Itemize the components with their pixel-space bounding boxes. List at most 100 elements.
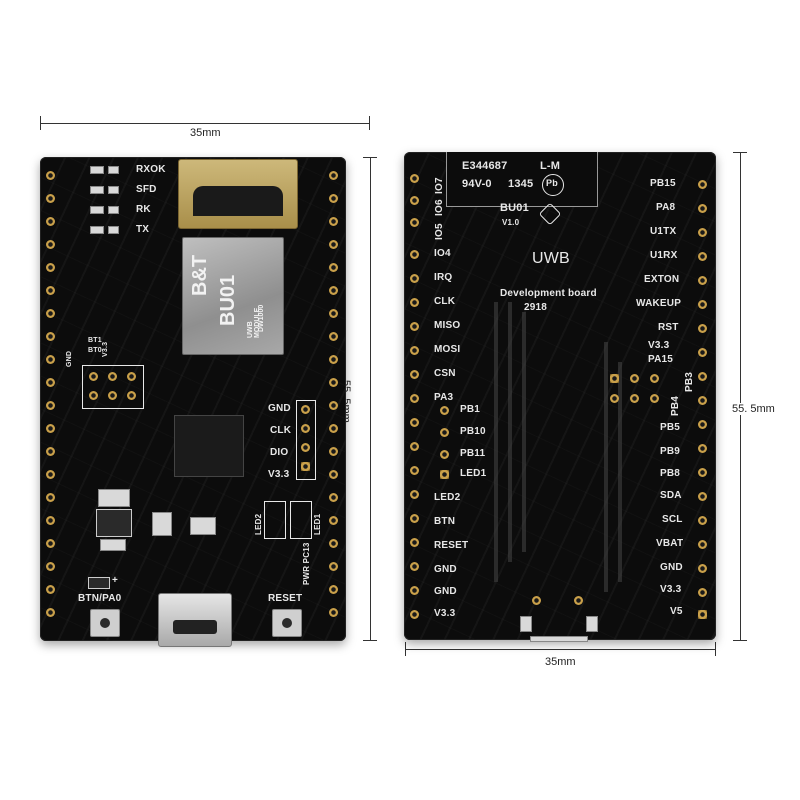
board-subtitle: Development board — [500, 288, 597, 299]
header-pin — [410, 274, 419, 283]
test-pad — [440, 428, 449, 437]
header-pin — [410, 442, 419, 451]
pin-label-vbat: VBAT — [656, 538, 684, 549]
pin-label-pb4: PB4 — [670, 395, 681, 416]
dimension-tick — [363, 640, 377, 641]
pcb-trace — [494, 302, 498, 582]
header-pin — [46, 171, 55, 180]
usb-edge — [530, 636, 588, 642]
pin-label-reset: RESET — [434, 540, 469, 551]
dimension-label: 35mm — [190, 127, 221, 139]
header-pin — [329, 562, 338, 571]
header-pin — [410, 322, 419, 331]
led-component — [90, 166, 104, 174]
lm-mark: L-M — [540, 160, 561, 172]
pin-label-wakeup: WAKEUP — [636, 298, 682, 309]
header-pin — [46, 309, 55, 318]
button-cap — [100, 618, 110, 628]
reset-button[interactable] — [272, 609, 302, 637]
header-pin — [410, 514, 419, 523]
pin-label-led2: LED2 — [434, 492, 461, 503]
test-pad — [440, 450, 449, 459]
battery-component — [88, 577, 110, 589]
header-pin — [46, 194, 55, 203]
header-pin — [698, 372, 707, 381]
header-pin — [329, 470, 338, 479]
test-pad — [440, 470, 449, 479]
pin-label-pb5: PB5 — [660, 422, 681, 433]
swd-label: V3.3 — [268, 469, 290, 480]
resistor-component — [108, 206, 119, 214]
header-pin — [329, 309, 338, 318]
header-pin — [410, 174, 419, 183]
header-pin — [698, 540, 707, 549]
header-pin — [698, 228, 707, 237]
crystal-component — [190, 517, 216, 535]
pin-label-sda: SDA — [660, 490, 682, 501]
pin-label-pb10: PB10 — [460, 426, 486, 437]
header-pin — [698, 588, 707, 597]
header-pin — [46, 286, 55, 295]
regulator-tab — [98, 489, 130, 507]
header-pin — [329, 263, 338, 272]
header-pin — [329, 493, 338, 502]
dimension-label: 55. 5mm — [730, 403, 777, 415]
led1-label: LED1 — [313, 513, 322, 535]
header-pin — [46, 263, 55, 272]
pin-label-gnd: GND — [660, 562, 683, 573]
swd-pin — [301, 405, 310, 414]
header-pin — [698, 492, 707, 501]
pin-label-pb3: PB3 — [684, 371, 695, 392]
dimension-tick — [369, 116, 370, 130]
header-pin — [698, 300, 707, 309]
swd-label: CLK — [270, 425, 292, 436]
header-pin — [410, 394, 419, 403]
usb-tab — [520, 616, 532, 632]
swd-header-outline — [296, 400, 316, 480]
header-pin — [329, 516, 338, 525]
board-title: UWB — [532, 250, 570, 267]
dimension-line — [405, 649, 715, 650]
header-pin — [698, 276, 707, 285]
back-board: E344687 L-M 94V-0 1345 Pb BU01 V1.0 UWB … — [404, 152, 716, 642]
micro-usb-port[interactable] — [158, 593, 232, 647]
pin-label-pa15: PA15 — [648, 354, 674, 365]
header-pin — [46, 401, 55, 410]
cert-code: 94V-0 — [462, 178, 492, 190]
resistor-component — [108, 186, 119, 194]
header-pin — [410, 466, 419, 475]
pin-label-mosi: MOSI — [434, 344, 461, 355]
header-pin — [329, 447, 338, 456]
header-pin — [329, 355, 338, 364]
plus-mark: + — [112, 575, 119, 586]
header-pin — [46, 470, 55, 479]
header-pin — [329, 585, 338, 594]
pin-label-io7: IO7 — [434, 177, 445, 194]
header-pin — [698, 252, 707, 261]
dimension-line — [40, 123, 369, 124]
jumper-pin — [108, 391, 117, 400]
jumper-label: V3.3 — [102, 341, 109, 357]
jtag-pad — [610, 374, 619, 383]
pin-label-pb9: PB9 — [660, 446, 681, 457]
header-pin — [329, 194, 338, 203]
pin-label-btn: BTN — [434, 516, 456, 527]
jumper-pin — [89, 372, 98, 381]
user-button[interactable] — [90, 609, 120, 637]
dimension-tick — [715, 642, 716, 656]
pin-label-led1: LED1 — [460, 468, 487, 479]
led-label: TX — [136, 224, 150, 235]
antenna-notch — [446, 152, 598, 207]
dimension-label: 35mm — [545, 656, 576, 668]
swd-pin — [301, 424, 310, 433]
jtag-pad — [630, 374, 639, 383]
header-pin — [329, 378, 338, 387]
header-pin — [410, 610, 419, 619]
pin-label-pb1: PB1 — [460, 404, 481, 415]
header-pin — [698, 324, 707, 333]
header-pin — [410, 218, 419, 227]
header-pin — [698, 610, 707, 619]
header-pin — [329, 608, 338, 617]
pin-label-u1tx: U1TX — [650, 226, 677, 237]
mount-pad — [532, 596, 541, 605]
